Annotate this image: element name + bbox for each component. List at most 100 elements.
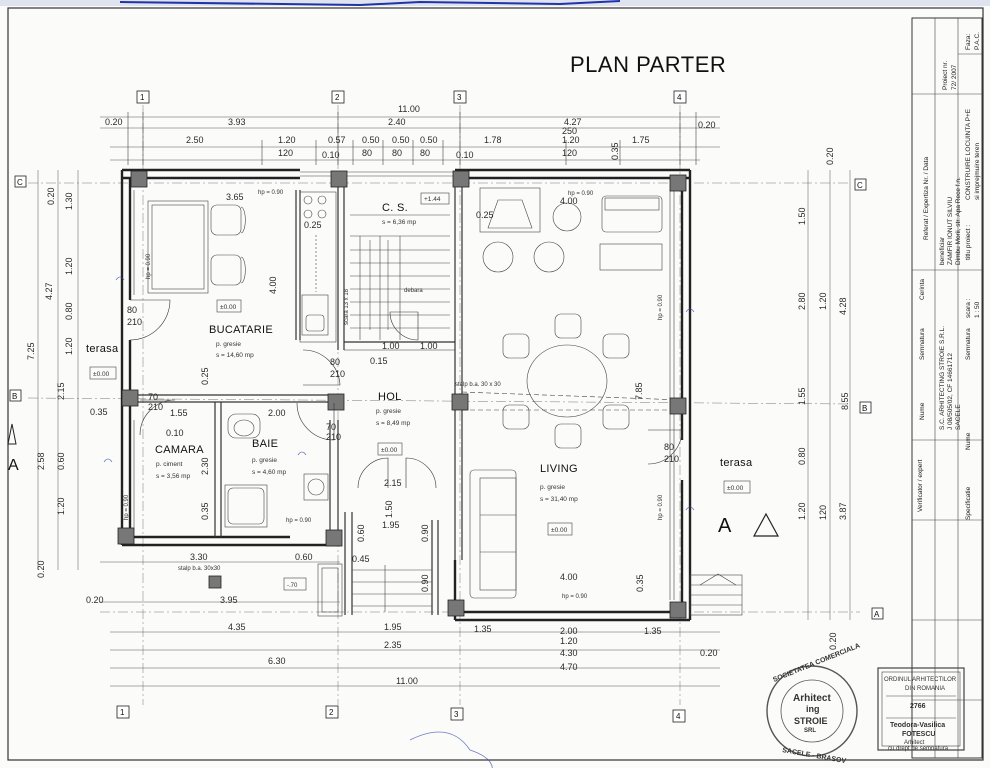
svg-text:1.20: 1.20 [64, 337, 74, 355]
svg-text:0.35: 0.35 [90, 407, 108, 417]
svg-text:1.35: 1.35 [644, 626, 662, 636]
svg-text:1 : 50: 1 : 50 [974, 301, 981, 318]
svg-text:1.35: 1.35 [474, 624, 492, 634]
svg-text:terasa: terasa [720, 457, 753, 469]
svg-text:250: 250 [562, 126, 577, 136]
room-terasa-right: terasa ±0.00 [720, 457, 753, 494]
svg-text:2.58: 2.58 [36, 452, 46, 470]
svg-text:s = 3,56 mp: s = 3,56 mp [156, 473, 191, 480]
svg-text:DIN ROMANIA: DIN ROMANIA [905, 686, 945, 692]
svg-text:4.27: 4.27 [44, 282, 54, 300]
svg-text:scara 13 x 18: scara 13 x 18 [344, 288, 350, 325]
staircase [317, 214, 743, 617]
svg-text:0.60: 0.60 [356, 524, 366, 542]
svg-text:1.50: 1.50 [384, 500, 394, 518]
svg-text:2.00: 2.00 [560, 626, 578, 636]
axis-markers-top: 1 2 3 4 [136, 90, 687, 104]
svg-text:debara: debara [404, 288, 423, 294]
architect-stamp: ORDINUL ARHITECTILOR DIN ROMANIA 2766 Te… [877, 667, 965, 752]
svg-text:1.75: 1.75 [632, 135, 650, 145]
svg-text:1.50: 1.50 [797, 207, 807, 225]
room-terasa-left: terasa ±0.00 [86, 343, 119, 380]
svg-text:s = 6,36 mp: s = 6,36 mp [382, 219, 417, 226]
svg-text:1: 1 [140, 93, 145, 102]
svg-text:ORDINUL ARHITECTILOR: ORDINUL ARHITECTILOR [884, 677, 957, 683]
svg-text:4.28: 4.28 [838, 297, 848, 315]
svg-text:±0.00: ±0.00 [381, 447, 398, 454]
svg-text:3: 3 [457, 93, 462, 102]
svg-text:B: B [862, 404, 867, 413]
svg-text:1.20: 1.20 [818, 292, 828, 310]
svg-text:0.20: 0.20 [700, 648, 718, 658]
top-dimension-lines: 0.20 3.93 11.00 2.40 4.27 0.20 2.50 1.20… [100, 104, 720, 165]
svg-text:2: 2 [329, 708, 334, 717]
room-baie: BAIE p. gresie s = 4,60 mp [252, 438, 287, 476]
plan-annotations: hp = 0.90 hp = 0.90 hp = 0.90 hp = 0.90 … [124, 190, 679, 600]
exterior-walls [120, 168, 692, 622]
svg-text:terasa: terasa [86, 343, 119, 355]
svg-text:80: 80 [362, 148, 372, 158]
svg-text:ing: ing [806, 704, 820, 714]
svg-text:4.00: 4.00 [560, 196, 578, 206]
svg-text:SRL: SRL [804, 728, 816, 734]
svg-text:s = 8,49 mp: s = 8,49 mp [376, 420, 411, 427]
svg-text:Teodora-Vasilica: Teodora-Vasilica [890, 722, 945, 729]
room-camara: CAMARA p. ciment s = 3,56 mp [155, 444, 204, 480]
svg-text:Semnatura: Semnatura [965, 328, 972, 360]
svg-text:3.93: 3.93 [228, 117, 246, 127]
svg-text:hp = 0.90: hp = 0.90 [568, 191, 594, 197]
svg-text:beneficiar: beneficiar [939, 236, 946, 265]
svg-text:0.35: 0.35 [635, 574, 645, 592]
svg-text:0.20: 0.20 [828, 632, 838, 650]
svg-text:70: 70 [148, 392, 158, 402]
svg-text:STROIE: STROIE [794, 716, 828, 726]
svg-text:3.95: 3.95 [220, 595, 238, 605]
svg-text:4.27: 4.27 [564, 117, 582, 127]
svg-text:1.00: 1.00 [382, 341, 400, 351]
section-marks: A A [7, 423, 780, 537]
svg-text:1.00: 1.00 [420, 341, 438, 351]
svg-text:11.00: 11.00 [396, 676, 418, 686]
svg-text:7.25: 7.25 [26, 342, 36, 360]
svg-text:HOL: HOL [378, 391, 402, 403]
svg-text:2.50: 2.50 [186, 135, 204, 145]
svg-text:1.55: 1.55 [170, 408, 188, 418]
svg-text:cu drept de semnatura: cu drept de semnatura [888, 746, 949, 752]
svg-text:80: 80 [330, 357, 340, 367]
svg-text:Nume: Nume [919, 402, 926, 420]
svg-text:Dimbu Morii, str. Apa Rece f.: Dimbu Morii, str. Apa Rece f.n. [955, 177, 962, 265]
svg-text:0.35: 0.35 [610, 142, 620, 160]
door-swings [129, 299, 683, 489]
svg-text:2.15: 2.15 [56, 382, 66, 400]
svg-text:s = 4,60 mp: s = 4,60 mp [252, 469, 287, 476]
room-hol: HOL p. gresie s = 8,49 mp ±0.00 [376, 391, 411, 456]
svg-text:P.A.C.: P.A.C. [974, 32, 981, 50]
svg-text:0.10: 0.10 [166, 428, 184, 438]
svg-text:LIVING: LIVING [540, 463, 578, 475]
svg-text:210: 210 [326, 432, 341, 442]
left-dimension-lines: 0.20 1.30 4.27 1.20 0.80 1.20 7.25 2.15 … [26, 170, 108, 578]
svg-text:3.87: 3.87 [838, 502, 848, 520]
svg-text:BAIE: BAIE [252, 438, 278, 450]
svg-text:2.30: 2.30 [200, 457, 210, 475]
svg-text:4: 4 [677, 93, 682, 102]
svg-text:Nume: Nume [965, 432, 972, 450]
svg-text:hp = 0.90: hp = 0.90 [258, 190, 284, 196]
svg-text:0.90: 0.90 [420, 574, 430, 592]
svg-text:0.20: 0.20 [698, 120, 716, 130]
svg-text:1.20: 1.20 [56, 497, 66, 515]
svg-text:J 08/505/02, CF 14661712: J 08/505/02, CF 14661712 [947, 353, 954, 430]
svg-text:p. ciment: p. ciment [156, 461, 183, 468]
svg-text:2.00: 2.00 [268, 408, 286, 418]
svg-text:0.50: 0.50 [362, 135, 380, 145]
svg-text:1.20: 1.20 [64, 257, 74, 275]
svg-text:80: 80 [127, 305, 137, 315]
svg-text:4.00: 4.00 [560, 572, 578, 582]
svg-text:hp = 0.90: hp = 0.90 [146, 253, 152, 279]
room-living: LIVING p. gresie s = 31,40 mp ±0.00 [540, 463, 578, 536]
svg-text:1.20: 1.20 [562, 135, 580, 145]
svg-text:titlu proiect :: titlu proiect : [965, 225, 972, 260]
svg-text:Specificatie: Specificatie [965, 486, 972, 520]
svg-text:ZAMFIR IONUT SILVIU: ZAMFIR IONUT SILVIU [947, 197, 954, 265]
svg-text:0.20: 0.20 [86, 595, 104, 605]
